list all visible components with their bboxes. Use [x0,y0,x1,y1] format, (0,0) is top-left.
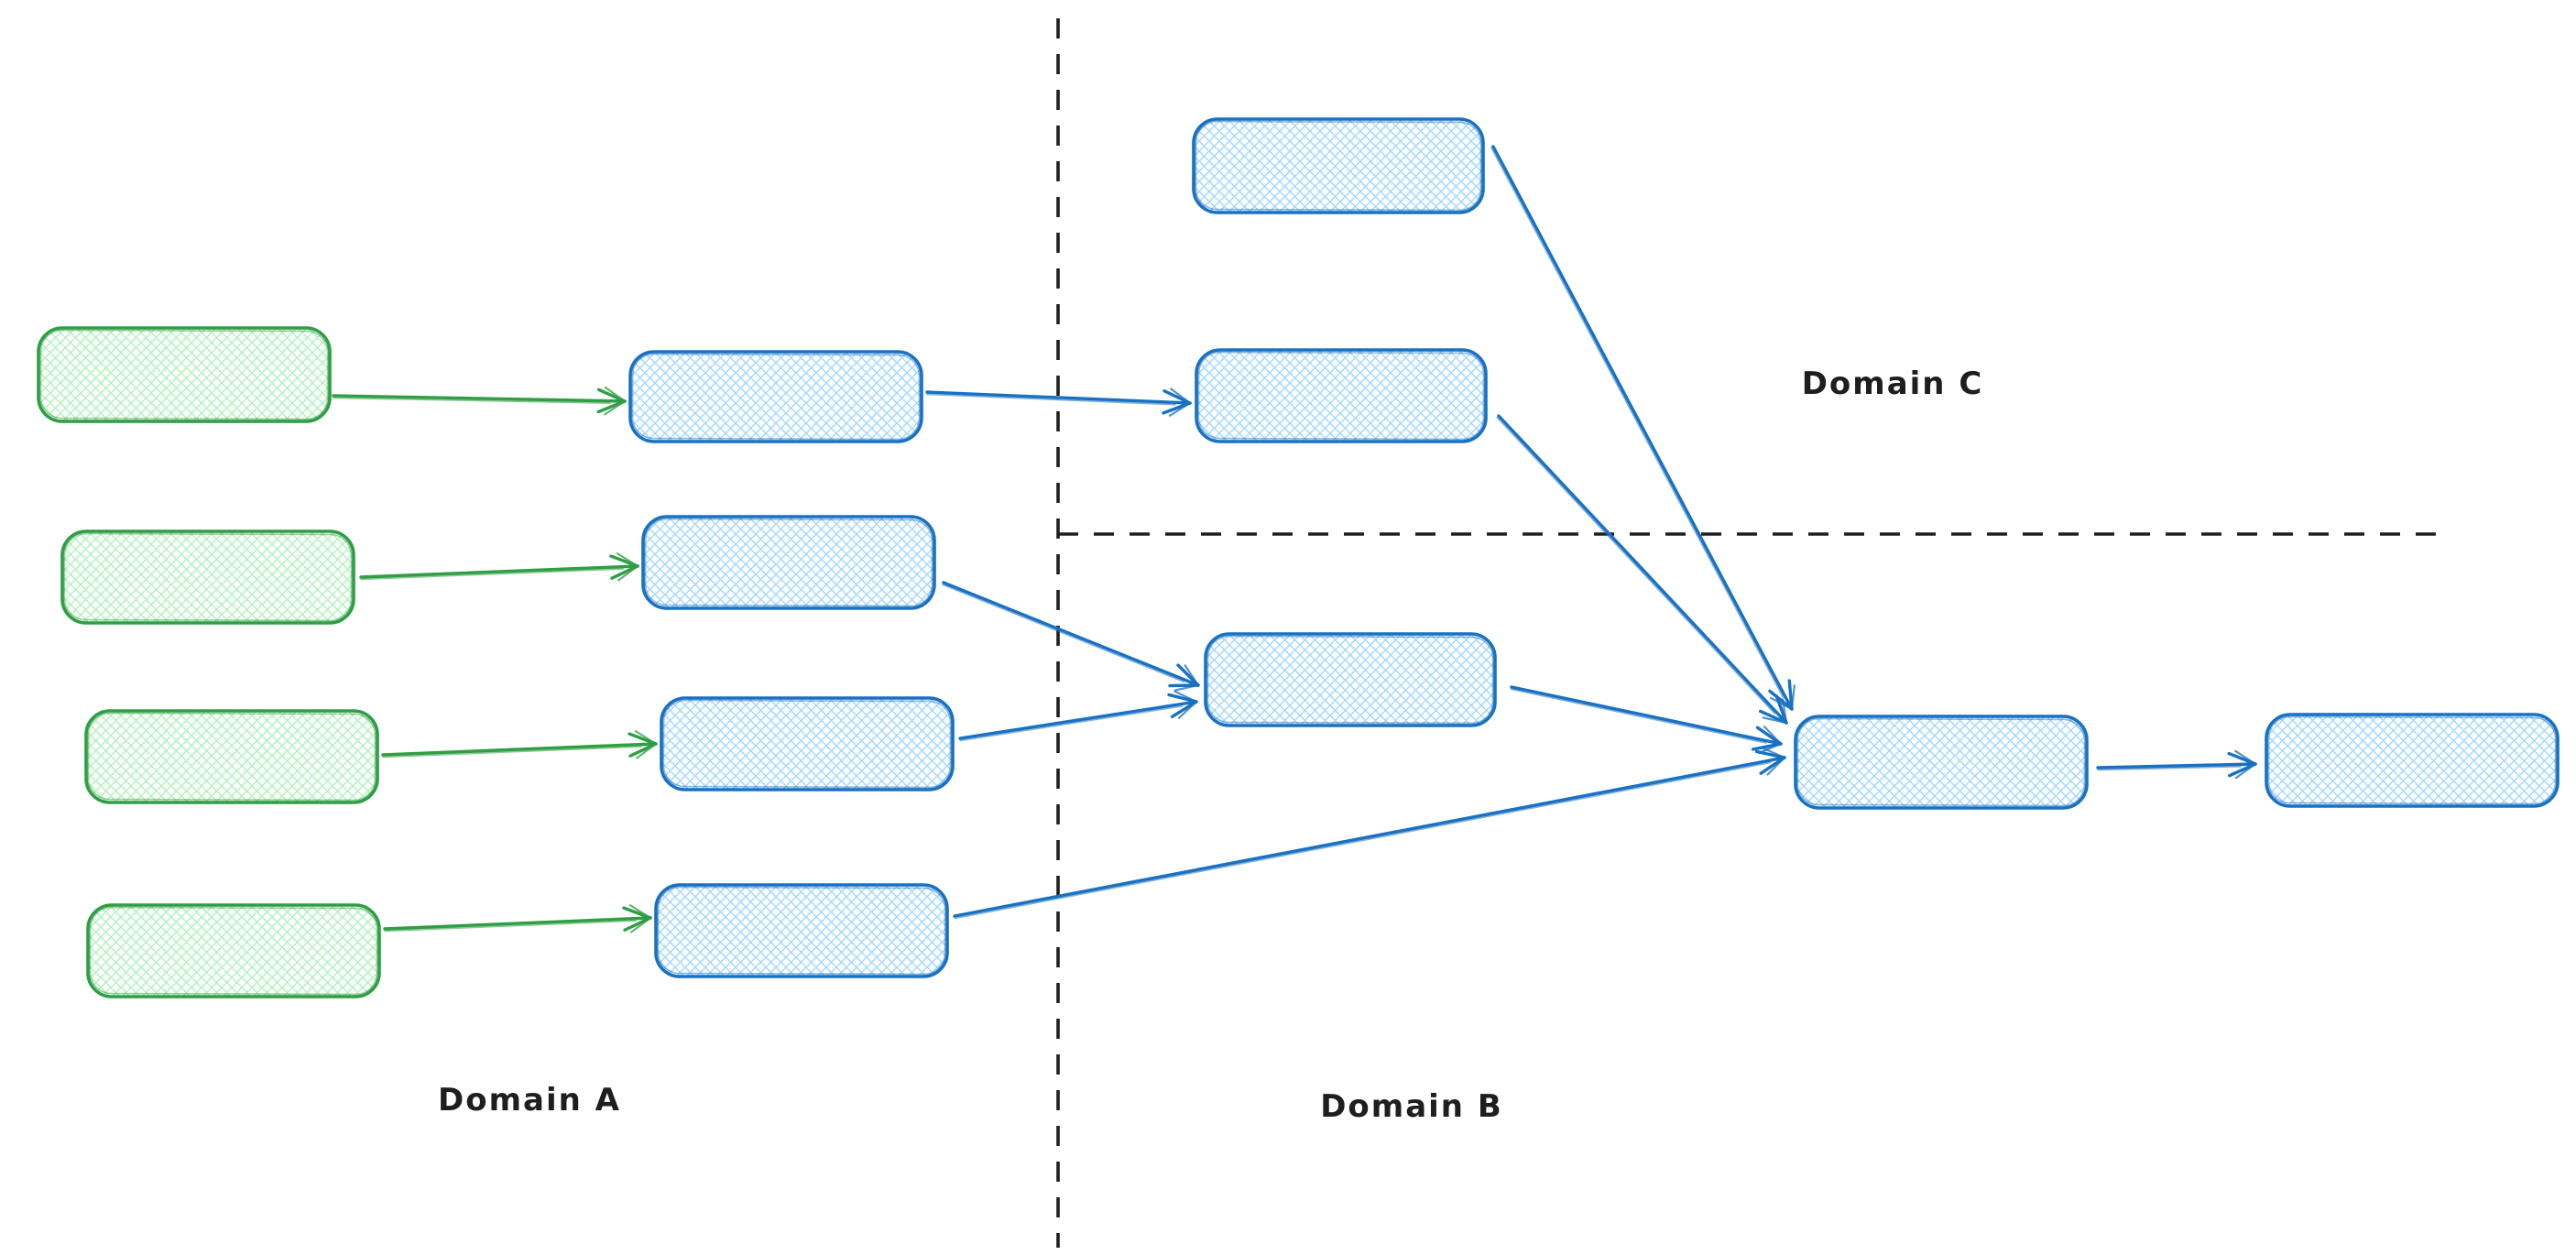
label-domain-b: Domain B [1320,1088,1503,1125]
node-a-source-3 [84,709,379,804]
edge-a-node-1-to-c-node-2 [925,387,1192,417]
label-domain-a: Domain A [438,1082,621,1119]
label-domain-c: Domain C [1802,366,1984,402]
node-b-node-1 [1204,632,1497,727]
edge-a-node-3-to-b-node-1 [958,690,1198,742]
edge-a-source-1-to-a-node-1 [332,386,627,416]
node-a-node-4 [654,883,949,978]
node-a-node-1 [628,350,923,443]
edge-a-source-4-to-a-node-4 [383,904,652,933]
node-a-source-4 [86,903,381,999]
edge-b-node-1-to-b-hub [1510,685,1783,755]
node-a-source-1 [37,326,332,423]
edge-c-node-1-to-b-hub [1490,145,1796,711]
node-a-source-2 [60,529,355,625]
edge-a-source-3-to-a-node-3 [381,730,658,759]
node-c-node-2 [1195,348,1488,443]
edge-a-node-2-to-b-node-1 [942,581,1200,692]
node-b-output [2265,713,2560,808]
edge-a-source-2-to-a-node-2 [359,552,639,582]
edge-b-hub-to-b-output [2096,749,2257,780]
edge-c-node-2-to-b-hub [1496,414,1788,725]
node-a-node-3 [660,696,955,791]
node-a-node-2 [641,515,936,610]
node-c-node-1 [1192,117,1485,214]
node-b-hub [1794,715,2089,810]
edge-a-node-4-to-b-hub [953,747,1786,920]
